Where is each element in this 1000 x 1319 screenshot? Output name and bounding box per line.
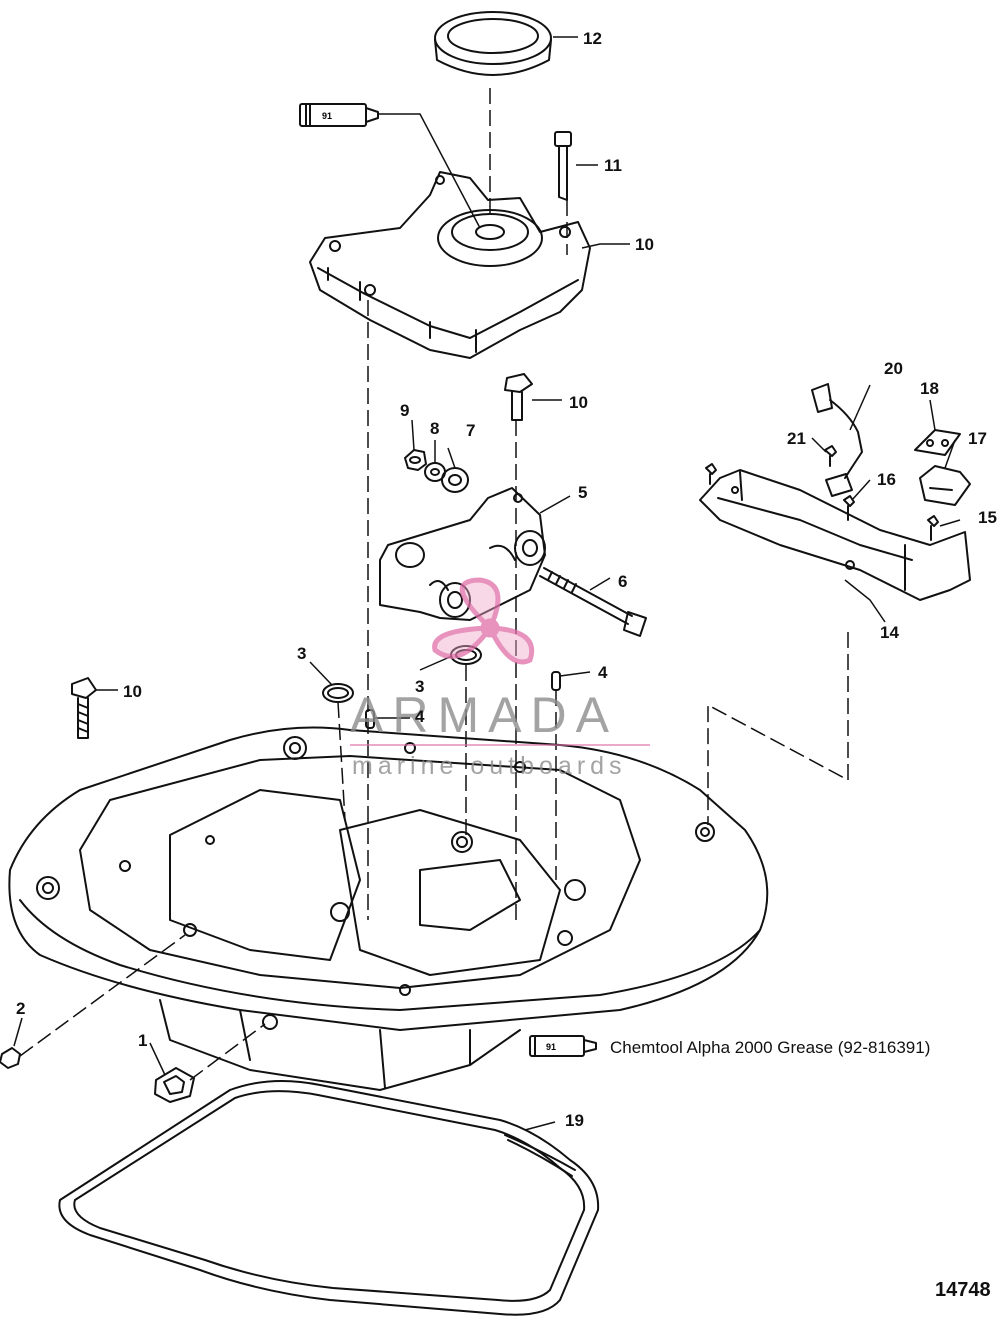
callout-21: 21 bbox=[787, 429, 806, 448]
callout-15: 15 bbox=[978, 508, 997, 527]
washer-part-7 bbox=[441, 467, 469, 493]
watermark-propeller-icon bbox=[432, 577, 534, 665]
callout-5: 5 bbox=[578, 483, 588, 502]
bracket-part-5 bbox=[379, 487, 546, 621]
watermark-subtitle: marine outboards bbox=[352, 752, 627, 780]
switch-bracket-part-17 bbox=[919, 465, 971, 506]
screw-part-21 bbox=[824, 445, 837, 467]
bolt-part-10-lower bbox=[71, 677, 97, 739]
callout-2: 2 bbox=[16, 999, 26, 1018]
callout-4-right: 4 bbox=[598, 663, 608, 682]
legend-tube-code-label: 91 bbox=[546, 1042, 556, 1052]
gasket-part-19 bbox=[58, 1080, 600, 1316]
nut-part-9 bbox=[404, 449, 427, 471]
figure-number: 14748 bbox=[935, 1279, 991, 1301]
callout-18: 18 bbox=[920, 379, 939, 398]
callout-7: 7 bbox=[466, 421, 476, 440]
screw-part-14-left bbox=[705, 463, 717, 485]
watermark-rule bbox=[350, 744, 650, 746]
callout-17: 17 bbox=[968, 429, 987, 448]
callout-9: 9 bbox=[400, 401, 410, 420]
nut-part-2 bbox=[0, 1047, 21, 1069]
callout-14: 14 bbox=[880, 623, 899, 642]
callout-8: 8 bbox=[430, 419, 440, 438]
bolt-part-6 bbox=[539, 567, 647, 637]
bolt-part-10-upper bbox=[504, 373, 533, 421]
tube-code-label: 91 bbox=[322, 111, 332, 121]
callout-1: 1 bbox=[138, 1031, 148, 1050]
leader-lines bbox=[13, 36, 961, 1131]
callout-13: 12 bbox=[583, 29, 602, 48]
callout-3-right: 3 bbox=[415, 677, 425, 696]
callout-4-left: 4 bbox=[415, 707, 425, 726]
callout-12: 11 bbox=[604, 156, 622, 175]
callout-3-left: 3 bbox=[297, 644, 307, 663]
callout-11: 10 bbox=[635, 235, 654, 254]
grease-tube-icon bbox=[299, 103, 379, 127]
dowel-pin-part-4-left bbox=[365, 709, 375, 729]
callout-6: 6 bbox=[618, 572, 628, 591]
adapter-plate bbox=[8, 726, 769, 1091]
alignment-lines bbox=[19, 88, 849, 1081]
clip-part-18 bbox=[914, 429, 961, 456]
callout-19: 19 bbox=[565, 1111, 584, 1130]
bracket-assembly-part-14 bbox=[699, 469, 971, 601]
bushing-part-1 bbox=[154, 1067, 195, 1103]
cover-plate-part-11 bbox=[309, 171, 591, 359]
callout-10-lower: 10 bbox=[123, 682, 142, 701]
bolt-part-12 bbox=[554, 131, 572, 201]
callout-10-upper: 10 bbox=[569, 393, 588, 412]
callout-20: 20 bbox=[884, 359, 903, 378]
switch-harness-part-20 bbox=[811, 383, 863, 497]
bolt-part-15 bbox=[927, 515, 939, 541]
legend-grease-tube-icon bbox=[529, 1035, 597, 1057]
bolt-part-16 bbox=[843, 495, 855, 521]
o-ring-part-3-left bbox=[322, 683, 354, 703]
legend-grease-text: Chemtool Alpha 2000 Grease (92-816391) bbox=[610, 1038, 931, 1057]
seal-part-13 bbox=[434, 11, 552, 76]
callout-16: 16 bbox=[877, 470, 896, 489]
watermark-title: ARMADA bbox=[350, 687, 618, 743]
